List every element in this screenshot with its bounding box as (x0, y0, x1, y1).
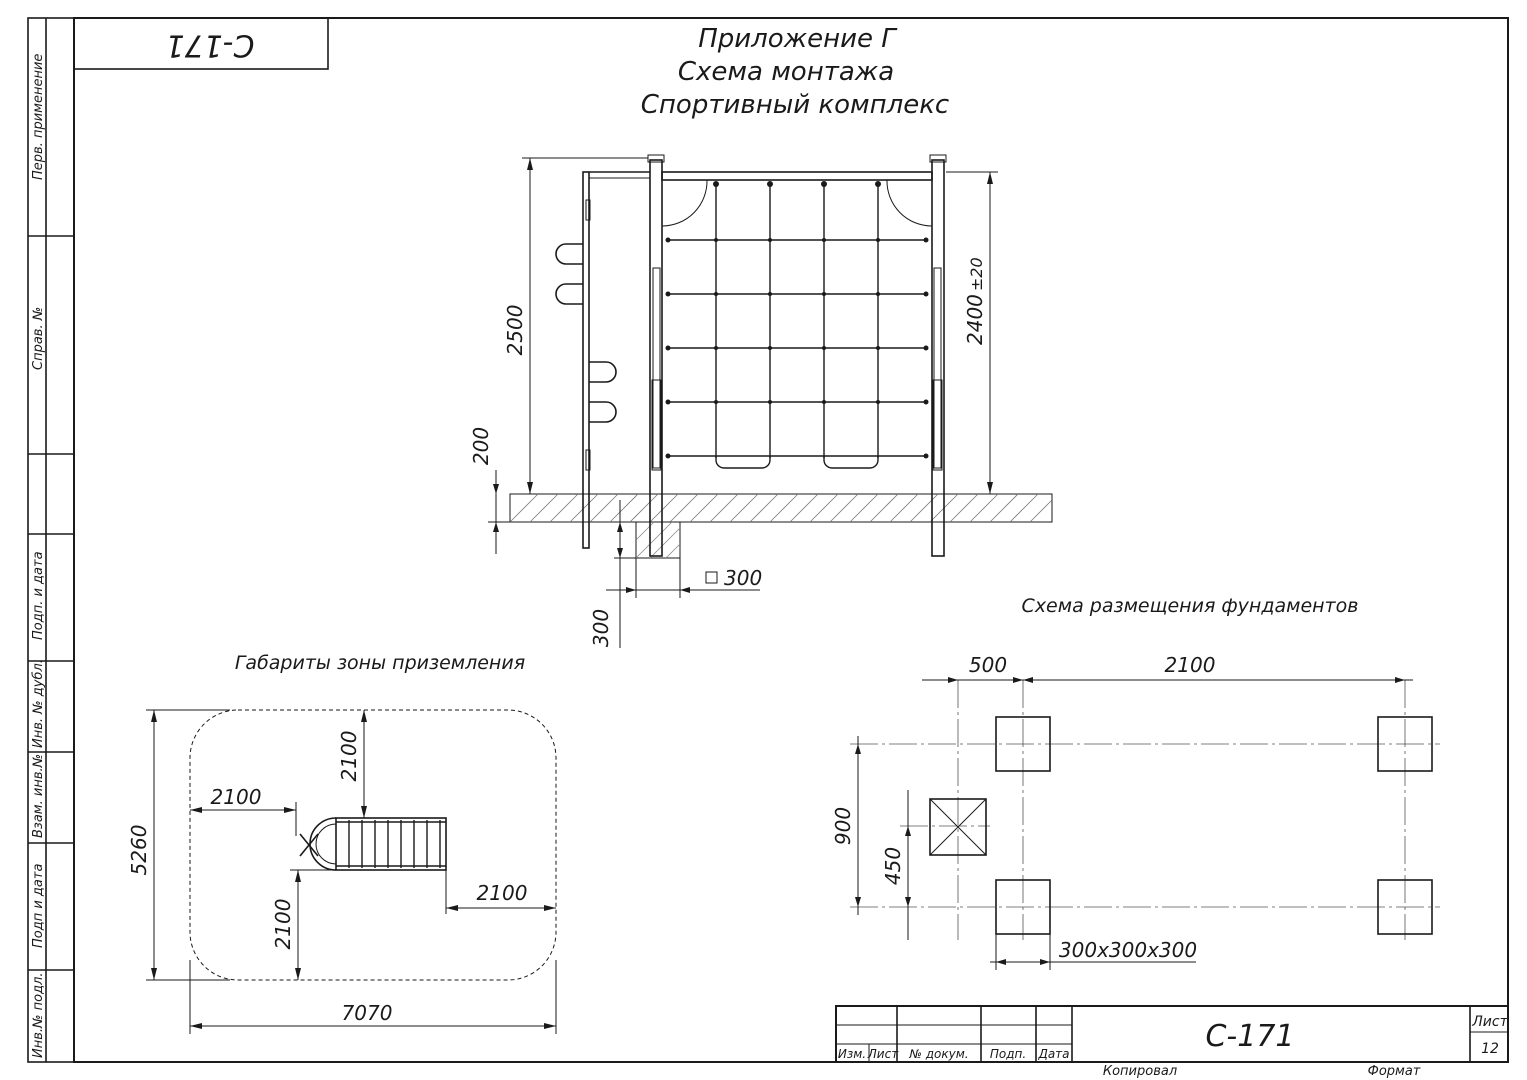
dim-900: 900 (831, 807, 855, 845)
tb-col-data: Дата (1037, 1047, 1069, 1061)
sheet-frame (27, 17, 1509, 1063)
dim-2100-bottom: 2100 (271, 899, 295, 950)
tb-copied-label: Копировал (1103, 1064, 1177, 1079)
landing-zone-title: Габариты зоны приземления (235, 652, 525, 674)
tb-code: С-171 (1205, 1019, 1294, 1054)
dim-2500: 2500 (503, 305, 527, 356)
foundations-title: Схема размещения фундаментов (1022, 595, 1359, 617)
corner-stamp-code: С-171 (165, 28, 254, 63)
dim-2100-right: 2100 (477, 881, 528, 905)
tb-col-list: Лист (867, 1047, 899, 1061)
dim-300-depth: 300 (589, 609, 613, 647)
dim-2400: 2400±20 (963, 257, 987, 345)
strip-label-sprav: Справ. № (31, 307, 46, 370)
dim-5260: 5260 (127, 825, 151, 876)
strip-label-inv-podl: Инв.№ подл. (31, 972, 46, 1058)
strip-label-perv: Перв. применение (31, 54, 46, 180)
dim-450: 450 (881, 847, 905, 885)
elevation-view: 2500 2400±20 200 300 300 (469, 154, 1053, 648)
strip-label-podp2: Подп и дата (31, 864, 46, 948)
title-line-2: Схема монтажа (678, 57, 894, 87)
side-strip-labels: Перв. применение Справ. № Подп. и дата И… (31, 54, 46, 1058)
tb-col-izm: Изм. (838, 1047, 866, 1061)
dim-200: 200 (469, 427, 493, 465)
title-line-3: Спортивный комплекс (641, 90, 949, 120)
tb-sheet-label: Лист (1471, 1014, 1508, 1030)
title-block: Изм. Лист № докум. Подп. Дата С-171 Лист… (835, 1005, 1509, 1079)
climbing-net (668, 184, 926, 469)
strip-label-podp1: Подп. и дата (31, 551, 46, 640)
tb-format-label: Формат (1368, 1064, 1421, 1079)
sheet-title: Приложение Г Схема монтажа Спортивный ко… (641, 24, 949, 120)
strip-label-inv-dubl: Инв. № дубл. (31, 659, 46, 748)
dim-500: 500 (969, 653, 1007, 677)
strip-label-vzam: Взам. инв.№ (31, 754, 46, 838)
net-knots (665, 181, 929, 459)
tb-col-dokum: № докум. (908, 1047, 968, 1061)
title-line-1: Приложение Г (698, 24, 898, 54)
dim-2100-found: 2100 (1165, 653, 1216, 677)
tb-col-podp: Подп. (990, 1047, 1026, 1061)
dim-300x300x300: 300х300х300 (1059, 938, 1197, 962)
dim-2100-top: 2100 (337, 731, 361, 782)
dim-2100-left: 2100 (211, 785, 262, 809)
foundations-view: Схема размещения фундаментов 500 2100 90… (831, 595, 1440, 970)
dim-300-square: 300 (724, 566, 762, 590)
ground-hatch (509, 493, 1053, 523)
dim-7070: 7070 (342, 1001, 393, 1025)
corner-stamp: С-171 (73, 17, 329, 70)
landing-zone-view: Габариты зоны приземления 5260 7070 (127, 652, 557, 1034)
tb-sheet-number: 12 (1481, 1041, 1499, 1057)
